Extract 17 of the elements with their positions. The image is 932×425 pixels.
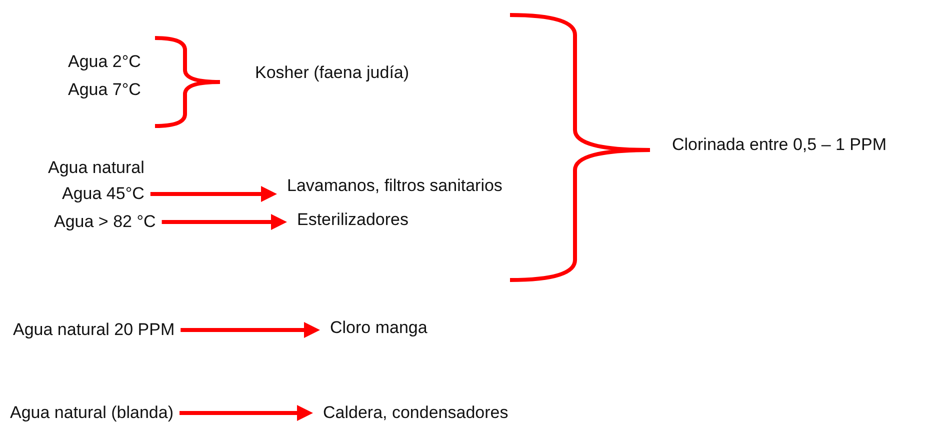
text-label: Kosher (faena judía) (255, 62, 410, 84)
node-label: Cloro manga (330, 317, 428, 339)
node-label: Agua > 82 °C (54, 211, 156, 233)
node-label: Lavamanos, filtros sanitarios (287, 175, 502, 197)
node-label: Agua 45°C (62, 183, 144, 205)
text-label: Agua 2°C (68, 51, 141, 73)
node-label: Agua natural 20 PPM (13, 319, 175, 341)
node-label: Esterilizadores (297, 209, 408, 231)
node-label: Agua natural (blanda) (10, 402, 174, 424)
arrow (162, 214, 287, 230)
text-label: Agua natural (48, 157, 144, 179)
arrow (150, 186, 277, 202)
text-label: Agua 7°C (68, 79, 141, 101)
arrow (180, 322, 320, 338)
arrow (180, 405, 313, 421)
text-label: Clorinada entre 0,5 – 1 PPM (672, 134, 887, 156)
node-label: Caldera, condensadores (323, 402, 508, 424)
